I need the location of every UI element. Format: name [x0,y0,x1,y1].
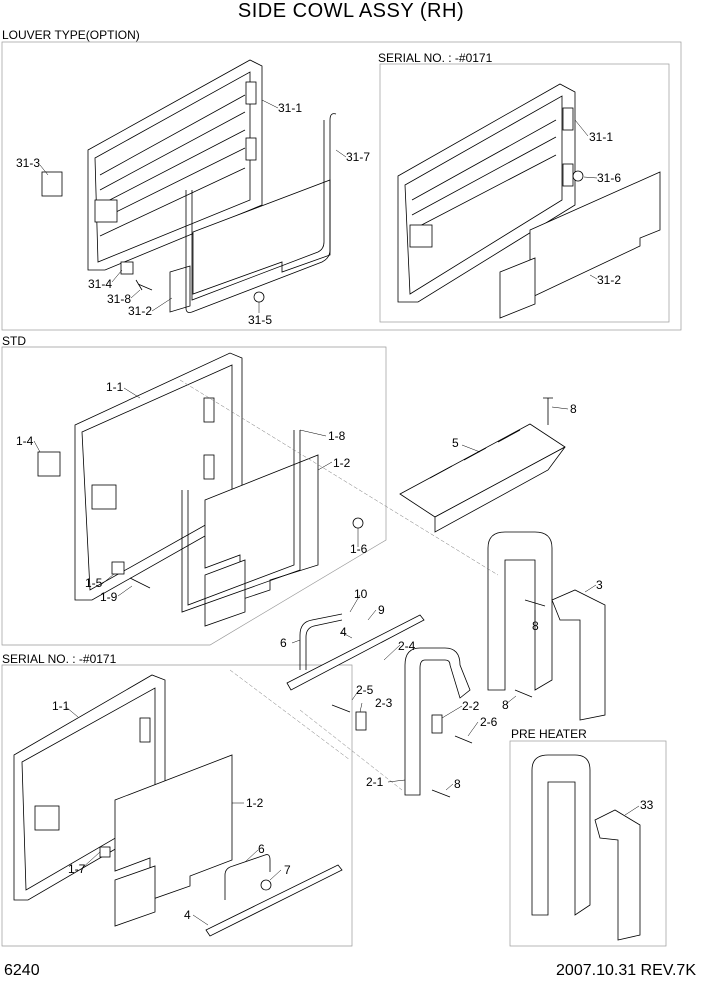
striker-31-4 [120,261,134,275]
callout-1-2-std: 1-2 [333,456,351,470]
pre-heater-bracket [531,754,641,941]
serial-bottom-section-frame [1,664,353,947]
striker-1-5 [111,561,125,575]
callout-6-std: 6 [280,636,287,650]
bracket-5 [399,423,566,533]
pipe-6 [299,613,343,670]
pipe-6-bottom [224,854,271,900]
callout-1-5: 1-5 [85,576,103,590]
bolt-1-9 [129,577,151,589]
assembly-leader-a [179,379,499,576]
callout-1-1-std: 1-1 [106,380,124,394]
serial-top-section-frame [379,63,670,323]
bracket-2-1 [404,647,471,796]
cap-1-6 [352,517,364,529]
callout-10: 10 [354,587,368,601]
louver-seal [185,113,337,313]
assembly-leader-c [229,669,351,761]
std-section-frame [1,346,387,646]
callout-8-mid: 8 [532,619,539,633]
callout-1-8: 1-8 [328,429,346,443]
bar-4 [286,614,425,691]
callout-6-bottom: 6 [258,842,265,856]
bar-4-bottom [205,864,343,937]
assembly-leader-b [299,709,403,791]
callout-5: 5 [452,436,459,450]
pipe-6-inner [305,619,343,670]
section-label-serial-bottom: SERIAL NO. : -#0171 [2,652,117,666]
callout-4-std: 4 [340,625,347,639]
callout-1-7: 1-7 [68,862,86,876]
callout-8-top: 8 [570,402,577,416]
louver-door [87,59,263,271]
callout-7: 7 [284,863,291,877]
bracket-3 [487,531,606,721]
section-label-louver: LOUVER TYPE(OPTION) [2,28,140,42]
cap-31-5 [253,291,265,303]
bolt-8-mid [524,599,546,607]
callout-8-low: 8 [502,698,509,712]
callout-1-6: 1-6 [350,542,368,556]
callout-33: 33 [640,798,654,812]
callout-31-8: 31-8 [107,292,132,306]
serial-bottom-panel [114,754,233,927]
callout-1-2-bottom: 1-2 [246,796,264,810]
callout-31-4: 31-4 [88,277,113,291]
callout-31-5: 31-5 [248,313,273,327]
leader-lines [33,99,640,926]
serial-top-panel [499,171,661,319]
date-revision: 2007.10.31 REV.7K [556,962,696,979]
callout-1-1-bottom: 1-1 [52,699,70,713]
plate-2-2 [431,714,443,734]
callout-2-1: 2-1 [366,775,384,789]
section-label-std: STD [2,334,26,348]
callout-31-1-louver: 31-1 [278,101,303,115]
bolt-8-bottom [431,789,451,798]
part-1-7 [99,846,111,858]
callout-3: 3 [596,578,603,592]
louver-section-frame [1,41,682,331]
section-label-serial-top: SERIAL NO. : -#0171 [378,51,493,65]
callout-2-3: 2-3 [375,696,393,710]
callout-2-4: 2-4 [398,639,416,653]
latch-31-3 [41,171,63,197]
callout-31-2-louver: 31-2 [128,304,153,318]
bolt-2-6 [454,735,473,744]
callout-31-6: 31-6 [597,171,622,185]
std-seal [181,430,301,613]
cap-31-6 [572,170,584,182]
bolt-8-top [543,397,553,425]
callout-1-4: 1-4 [16,434,34,448]
section-label-pre-heater: PRE HEATER [511,727,587,741]
callout-31-7: 31-7 [346,150,371,164]
callout-9: 9 [378,603,385,617]
grommet-7 [260,879,272,891]
callout-31-1-serial: 31-1 [589,130,614,144]
bolt-31-8 [135,279,153,291]
plate-2-3 [355,711,367,731]
louver-panel [169,179,331,313]
latch-1-4 [37,451,61,477]
callout-31-2-serial: 31-2 [597,273,622,287]
page-title: SIDE COWL ASSY (RH) [237,0,465,22]
page-number: 6240 [4,962,40,979]
callout-2-6: 2-6 [480,715,498,729]
louver-seal-inner [191,120,325,301]
callout-8-bottom: 8 [454,777,461,791]
callout-2-2: 2-2 [462,699,480,713]
serial-bottom-door [13,674,166,901]
callout-1-9: 1-9 [100,590,118,604]
callout-2-5: 2-5 [356,683,374,697]
bolt-2-5 [331,704,351,713]
pre-heater-section-frame [509,740,667,947]
bolt-8-low [514,689,533,698]
callout-31-3: 31-3 [16,156,41,170]
callout-4-bottom: 4 [184,908,191,922]
serial-top-door [397,83,576,303]
std-panel [204,454,319,627]
